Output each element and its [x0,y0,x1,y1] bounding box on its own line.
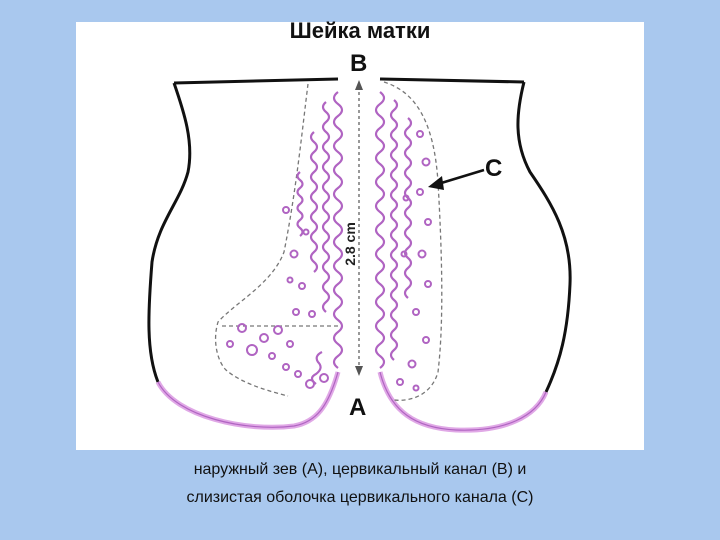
epithelium-right [377,371,549,433]
pointer-arrow-c [428,168,485,190]
caption-line-2: слизистая оболочка цервикального канала … [186,489,534,506]
caption: наружный зев (A), цервикальный канал (B)… [0,456,720,512]
gland-cysts-right [396,130,432,392]
caption-line-1: наружный зев (A), цервикальный канал (B)… [193,461,527,478]
mucosa-boundary-left [214,83,309,397]
cervix-outline-left [147,82,192,383]
top-edge-left [173,77,339,85]
cervix-diagram [147,77,572,433]
label-c: C [485,155,503,182]
label-b: B [350,50,368,77]
mucosa-folds-left [296,91,344,385]
top-edge-right [379,77,525,84]
canal-length-arrow [355,80,363,376]
label-a: A [349,394,367,421]
cervix-diagram-panel: B A C 2.8 cm [76,22,644,450]
mucosa-folds-right [374,91,413,369]
mucosa-boundary-right [383,81,443,401]
cervix-outline-right [516,81,572,393]
gland-cysts-left [226,206,329,389]
measurement-label: 2.8 cm [341,222,358,266]
slide-title: Шейка матки [289,18,431,43]
